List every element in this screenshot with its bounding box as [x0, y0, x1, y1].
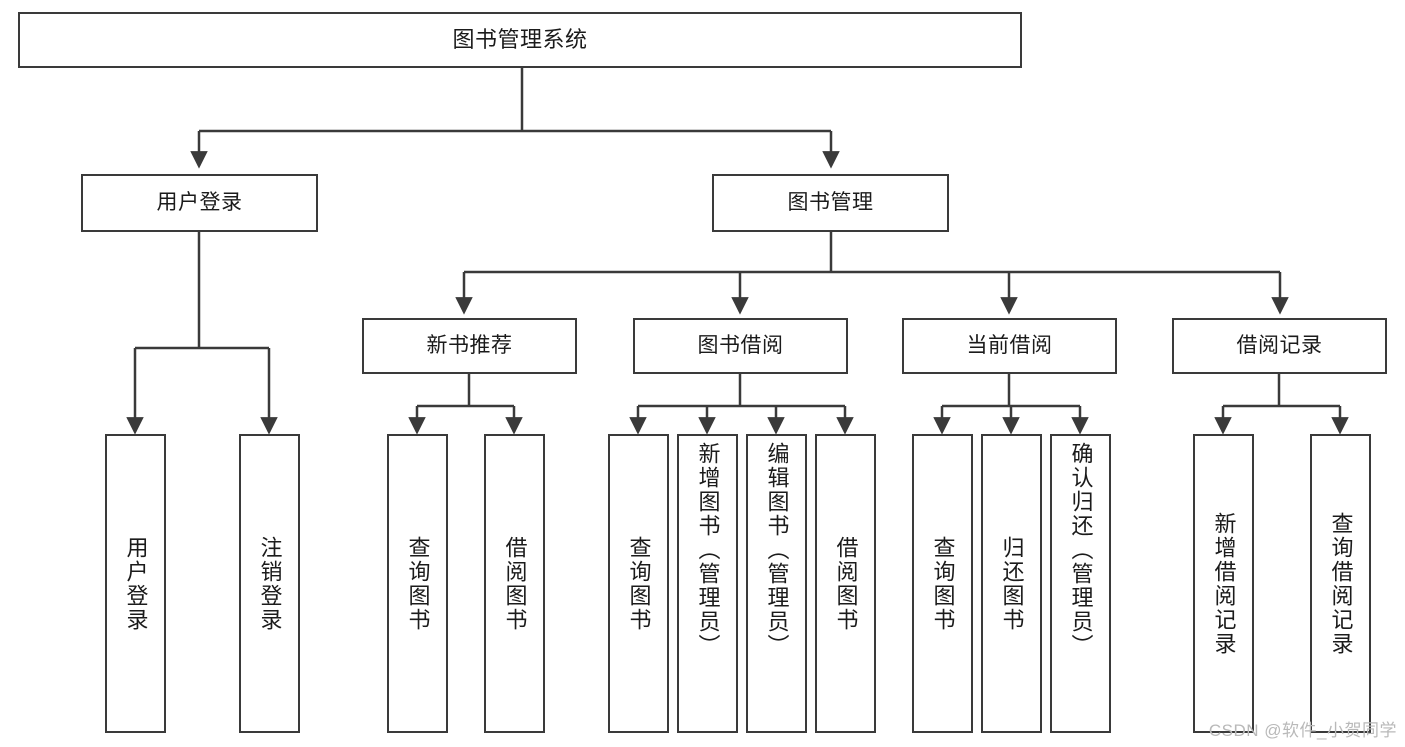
node-leaf-return-book-label: 归还图书 — [999, 535, 1025, 632]
node-leaf-confirm-return-label: 确认归还（管理员） — [1068, 442, 1094, 658]
node-leaf-add-book-label: 新增图书（管理员） — [695, 442, 721, 658]
node-leaf-borrow-book-2-label: 借阅图书 — [833, 535, 859, 632]
node-leaf-add-record-label: 新增借阅记录 — [1211, 511, 1237, 656]
node-borrow-record-label: 借阅记录 — [1236, 334, 1323, 358]
watermark-text: CSDN @软件_小贺同学 — [1208, 721, 1397, 740]
node-leaf-return-book[interactable]: 归还图书 — [981, 434, 1042, 733]
node-root[interactable]: 图书管理系统 — [18, 12, 1022, 68]
node-leaf-query-book-3-label: 查询图书 — [930, 535, 956, 632]
node-user-login-label: 用户登录 — [156, 191, 243, 215]
node-leaf-confirm-return[interactable]: 确认归还（管理员） — [1050, 434, 1111, 733]
node-leaf-user-login-label: 用户登录 — [123, 535, 149, 632]
node-leaf-query-book-2[interactable]: 查询图书 — [608, 434, 669, 733]
node-leaf-borrow-book-2[interactable]: 借阅图书 — [815, 434, 876, 733]
node-new-book-recommend[interactable]: 新书推荐 — [362, 318, 577, 374]
node-leaf-query-record[interactable]: 查询借阅记录 — [1310, 434, 1371, 733]
node-leaf-query-book-2-label: 查询图书 — [626, 535, 652, 632]
node-leaf-edit-book-label: 编辑图书（管理员） — [764, 442, 790, 658]
node-leaf-logout-label: 注销登录 — [257, 535, 283, 632]
node-borrow-record[interactable]: 借阅记录 — [1172, 318, 1387, 374]
node-new-book-recommend-label: 新书推荐 — [426, 334, 513, 358]
node-user-login[interactable]: 用户登录 — [81, 174, 318, 232]
node-leaf-user-login[interactable]: 用户登录 — [105, 434, 166, 733]
node-leaf-edit-book[interactable]: 编辑图书（管理员） — [746, 434, 807, 733]
node-leaf-query-record-label: 查询借阅记录 — [1328, 511, 1354, 656]
node-book-borrow[interactable]: 图书借阅 — [633, 318, 848, 374]
node-book-manage[interactable]: 图书管理 — [712, 174, 949, 232]
node-leaf-query-book-1-label: 查询图书 — [405, 535, 431, 632]
node-current-borrow-label: 当前借阅 — [966, 334, 1053, 358]
node-root-label: 图书管理系统 — [452, 26, 588, 52]
node-leaf-logout[interactable]: 注销登录 — [239, 434, 300, 733]
node-leaf-add-record[interactable]: 新增借阅记录 — [1193, 434, 1254, 733]
node-leaf-query-book-3[interactable]: 查询图书 — [912, 434, 973, 733]
node-current-borrow[interactable]: 当前借阅 — [902, 318, 1117, 374]
node-book-borrow-label: 图书借阅 — [697, 334, 784, 358]
node-leaf-query-book-1[interactable]: 查询图书 — [387, 434, 448, 733]
node-leaf-add-book[interactable]: 新增图书（管理员） — [677, 434, 738, 733]
node-leaf-borrow-book-1-label: 借阅图书 — [502, 535, 528, 632]
node-leaf-borrow-book-1[interactable]: 借阅图书 — [484, 434, 545, 733]
node-book-manage-label: 图书管理 — [787, 191, 874, 215]
